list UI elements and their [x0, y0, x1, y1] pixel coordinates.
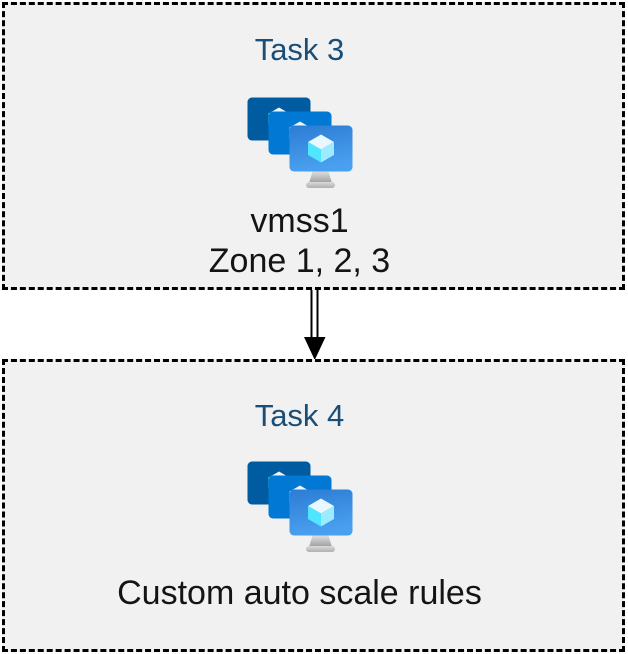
task3-content: Task 3 vmss1 Zone 1, 2, 3 — [0, 5, 608, 281]
vm-scale-set-icon — [247, 461, 353, 553]
task4-content: Task 4 Custom auto scale rules — [0, 362, 608, 613]
task3-title: Task 3 — [254, 32, 345, 67]
task4-box: Task 4 Custom auto scale rules — [2, 359, 625, 652]
vmss-name-label: vmss1 — [250, 202, 349, 240]
task4-title: Task 4 — [254, 398, 345, 433]
vm-scale-set-icon — [247, 97, 353, 189]
task3-box: Task 3 vmss1 Zone 1, 2, 3 — [2, 2, 625, 290]
down-arrow-icon — [304, 290, 326, 360]
down-arrow-connector — [303, 290, 327, 361]
zones-label: Zone 1, 2, 3 — [208, 242, 391, 280]
autoscale-rules-label: Custom auto scale rules — [117, 574, 482, 612]
